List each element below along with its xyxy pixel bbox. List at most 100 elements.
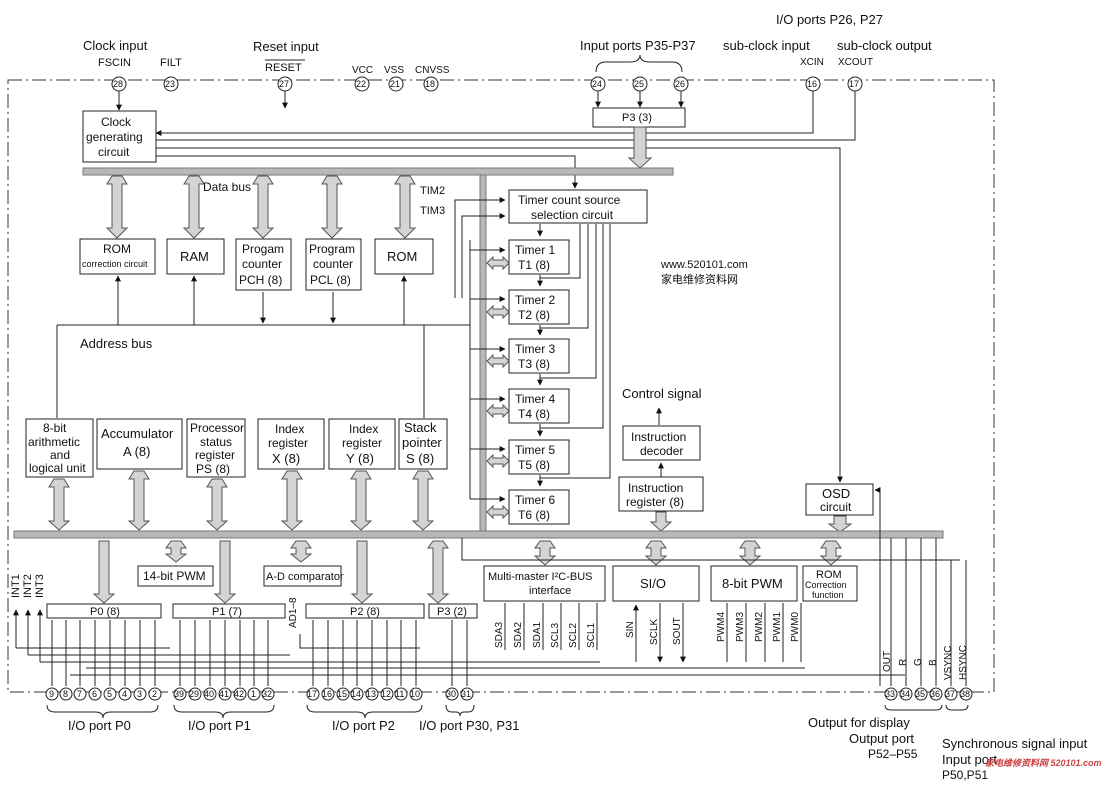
timer-6: Timer 6 T6 (8) [508, 489, 570, 525]
svg-text:Clock: Clock [101, 115, 132, 129]
watermark-cn: 家电维修资料网 [661, 272, 738, 286]
svg-text:3: 3 [137, 689, 142, 699]
svg-text:Timer 6: Timer 6 [515, 493, 556, 507]
p3-brace-bottom [445, 704, 475, 717]
reset-input-label: Reset input [253, 39, 319, 54]
svg-text:PWM2: PWM2 [754, 612, 765, 642]
svg-text:X (8): X (8) [272, 451, 300, 466]
ad-comparator: A-D comparator [263, 565, 344, 587]
svg-text:logical unit: logical unit [29, 461, 86, 475]
svg-text:14: 14 [351, 689, 361, 699]
main-bus [13, 530, 944, 539]
svg-text:status: status [200, 435, 232, 449]
svg-text:8: 8 [63, 689, 68, 699]
svg-text:14-bit PWM: 14-bit PWM [143, 569, 206, 583]
osd-circuit: OSD circuit [805, 483, 874, 516]
svg-text:register (8): register (8) [626, 495, 684, 509]
sio-signals: SIN SCLK SOUT [625, 617, 683, 645]
osd-pins: 33 34 35 36 37 38 [884, 687, 973, 701]
timer-1: Timer 1 T1 (8) [508, 239, 570, 275]
pwm-14bit: 14-bit PWM [137, 565, 214, 587]
address-bus-taps [56, 275, 425, 418]
filt-label: FILT [160, 57, 182, 69]
svg-text:Timer 5: Timer 5 [515, 443, 556, 457]
svg-text:SDA1: SDA1 [532, 621, 543, 648]
svg-text:A-D comparator: A-D comparator [266, 571, 344, 583]
ram-block: RAM [166, 238, 225, 275]
svg-text:decoder: decoder [640, 444, 683, 458]
svg-text:4: 4 [122, 689, 127, 699]
clock-to-timer-src-wire [156, 155, 578, 189]
register-bus-arrows [47, 470, 435, 531]
svg-text:36: 36 [930, 689, 940, 699]
svg-text:Timer 4: Timer 4 [515, 392, 556, 406]
svg-text:register: register [268, 436, 308, 450]
xcout-wire [156, 91, 856, 141]
pin-21-label: 21 [390, 79, 400, 89]
pin-22 [354, 76, 370, 92]
svg-text:37: 37 [945, 689, 955, 699]
svg-text:selection circuit: selection circuit [531, 208, 614, 222]
svg-text:ROM: ROM [387, 249, 417, 264]
xcin-label: XCIN [800, 57, 824, 68]
p2-pins: 17 16 15 14 13 12 11 10 [306, 687, 423, 701]
svg-text:SDA2: SDA2 [513, 621, 524, 648]
input-ports-p3-label: Input ports P35-P37 [580, 38, 696, 53]
pin-16-label: 16 [807, 79, 817, 89]
svg-text:6: 6 [92, 689, 97, 699]
sync-signal-input-label: Synchronous signal input [942, 736, 1088, 751]
p0-brace [46, 704, 159, 719]
svg-text:SCL3: SCL3 [550, 623, 561, 648]
svg-text:pointer: pointer [402, 435, 442, 450]
svg-text:Index: Index [349, 422, 378, 436]
svg-text:PCH (8): PCH (8) [239, 273, 282, 287]
svg-text:13: 13 [366, 689, 376, 699]
svg-text:30: 30 [446, 689, 456, 699]
i2c-interface: Multi-master I²C-BUS interface [483, 565, 606, 602]
p0-pins: 9 8 7 6 5 4 3 2 [45, 687, 162, 701]
svg-text:counter: counter [242, 257, 282, 271]
svg-text:PWM4: PWM4 [716, 612, 727, 642]
svg-text:SCLK: SCLK [649, 619, 660, 645]
control-signal-label: Control signal [622, 386, 702, 401]
int2-label: INT2 [22, 574, 34, 598]
svg-text:SCL1: SCL1 [586, 623, 597, 648]
int3-label: INT3 [34, 574, 46, 598]
internal-vertical-bus [479, 174, 487, 532]
reset-label: RESET [265, 62, 302, 74]
svg-text:32: 32 [262, 689, 272, 699]
svg-text:10: 10 [410, 689, 420, 699]
port-wires [16, 487, 967, 686]
pin-26-label: 26 [675, 79, 685, 89]
timer-5: Timer 5 T5 (8) [508, 439, 570, 475]
pin-22-label: 22 [356, 79, 366, 89]
svg-text:P1 (7): P1 (7) [212, 606, 242, 618]
svg-text:34: 34 [900, 689, 910, 699]
svg-text:Processor: Processor [190, 421, 244, 435]
svg-text:R: R [898, 659, 909, 666]
accumulator: Accumulator A (8) [96, 418, 183, 470]
p3-top-block: P3 (3) [592, 107, 686, 128]
svg-text:41: 41 [219, 689, 229, 699]
memory-bus-arrows [105, 175, 417, 239]
svg-text:PWM1: PWM1 [772, 612, 783, 642]
p1-pins: 39 29 40 41 42 1 32 [173, 687, 275, 701]
chip-outline [7, 79, 995, 693]
svg-text:38: 38 [960, 689, 970, 699]
svg-text:Instruction: Instruction [631, 430, 686, 444]
svg-text:8-bit PWM: 8-bit PWM [722, 576, 783, 591]
svg-text:T1 (8): T1 (8) [518, 258, 550, 272]
tim2-wire [454, 197, 506, 298]
pin-18-label: 18 [425, 79, 435, 89]
pin-17-label: 17 [849, 79, 859, 89]
svg-text:11: 11 [395, 689, 404, 699]
subclock-input-label: sub-clock input [723, 38, 810, 53]
svg-text:Program: Program [309, 242, 355, 256]
sio-block: SI/O [612, 565, 700, 602]
svg-text:T2 (8): T2 (8) [518, 308, 550, 322]
pin-25-label: 25 [634, 79, 644, 89]
p0-latch: P0 (8) [46, 603, 162, 619]
svg-text:8-bit: 8-bit [43, 421, 67, 435]
svg-text:Timer 3: Timer 3 [515, 342, 556, 356]
